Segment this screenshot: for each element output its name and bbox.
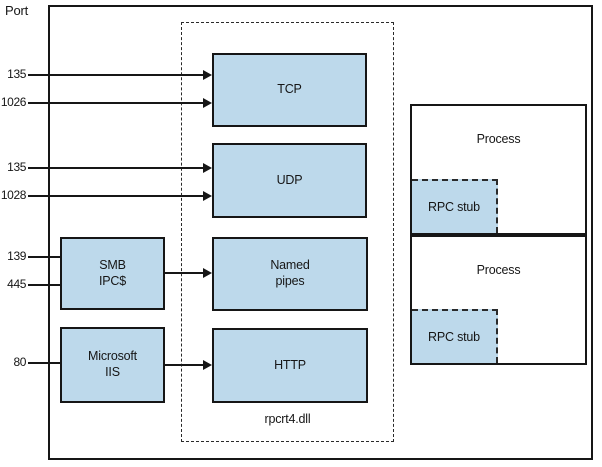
rpc-stub-box-2: RPC stub xyxy=(412,309,498,363)
arrowhead-icon xyxy=(203,98,212,108)
port-line-445-smb xyxy=(28,284,62,286)
port-label-1026-tcp: 1026 xyxy=(0,95,27,109)
port-label-135-udp: 135 xyxy=(7,160,26,174)
rpcrt4-dll-boundary-box xyxy=(181,22,394,442)
arrowhead-icon xyxy=(203,268,212,278)
system-boundary-box xyxy=(48,5,593,460)
port-label-80-iis: 80 xyxy=(13,355,26,369)
port-line-139-smb xyxy=(28,256,62,258)
rpc-stub-box-1: RPC stub xyxy=(412,179,498,233)
smb-to-named-pipes-line xyxy=(165,272,205,274)
port-label-135-tcp: 135 xyxy=(7,67,26,81)
process-box-2: Process RPC stub xyxy=(410,235,587,365)
port-label-445-smb: 445 xyxy=(7,277,26,291)
arrowhead-icon xyxy=(203,360,212,370)
protocol-box-tcp: TCP xyxy=(212,53,367,127)
arrowhead-icon xyxy=(203,191,212,201)
rpcrt4-dll-label: rpcrt4.dll xyxy=(264,412,311,426)
process-box-1: Process RPC stub xyxy=(410,104,587,235)
port-label-139-smb: 139 xyxy=(7,249,26,263)
port-axis-label: Port xyxy=(5,3,29,18)
arrowhead-icon xyxy=(203,70,212,80)
service-box-microsoft-iis: Microsoft IIS xyxy=(60,327,165,403)
port-label-1028-udp: 1028 xyxy=(0,188,27,202)
protocol-box-udp: UDP xyxy=(212,143,367,218)
port-line-1028-udp xyxy=(28,195,204,197)
port-line-1026-tcp xyxy=(28,102,204,104)
port-line-80-iis xyxy=(28,362,62,364)
iis-to-http-line xyxy=(165,364,205,366)
protocol-box-http: HTTP xyxy=(212,328,368,403)
process-label: Process xyxy=(476,132,521,146)
process-label: Process xyxy=(476,263,521,277)
port-line-135-tcp xyxy=(28,74,204,76)
service-box-smb-ipc: SMB IPC$ xyxy=(60,237,165,310)
port-line-135-udp xyxy=(28,167,204,169)
protocol-box-named-pipes: Named pipes xyxy=(212,237,368,311)
arrowhead-icon xyxy=(203,163,212,173)
